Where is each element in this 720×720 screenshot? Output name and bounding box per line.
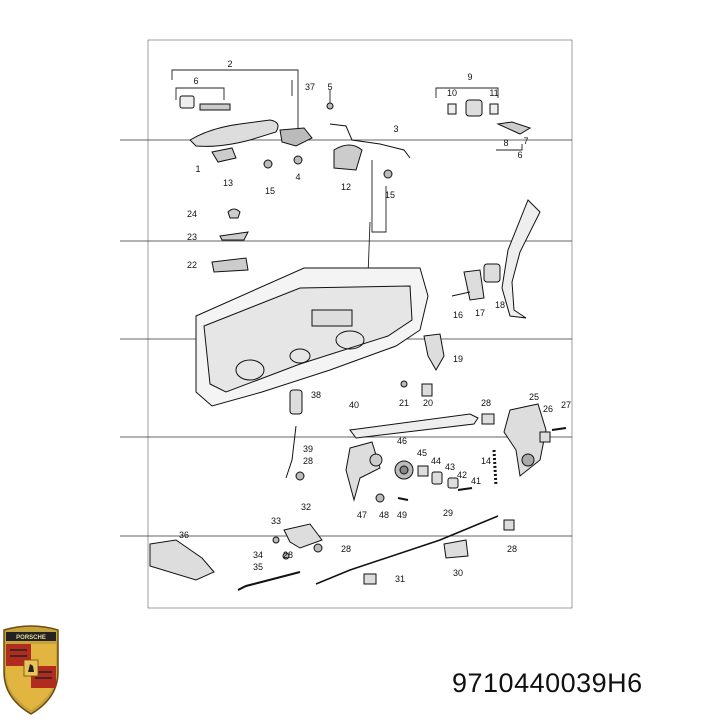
lock-mechanism: [285, 333, 567, 503]
callout-15: 15: [265, 186, 275, 196]
callout-15-b: 15: [385, 190, 395, 200]
callout-47: 47: [357, 510, 367, 520]
callout-labels: 2 6 37 5 9 10 11 7 8 6 3 1 13 15 4 12 15…: [179, 59, 571, 584]
callout-12: 12: [341, 182, 351, 192]
callout-13: 13: [223, 178, 233, 188]
callout-17: 17: [475, 308, 485, 318]
callout-28: 28: [481, 398, 491, 408]
callout-1: 1: [195, 164, 200, 174]
lower-linkage: [149, 515, 515, 591]
callout-8: 8: [503, 138, 508, 148]
callout-46: 46: [397, 436, 407, 446]
porsche-crest-icon: PORSCHE: [3, 625, 59, 715]
callout-14: 14: [481, 456, 491, 466]
callout-16: 16: [453, 310, 463, 320]
callout-41: 41: [471, 476, 481, 486]
callout-34: 34: [253, 550, 263, 560]
callout-39: 39: [303, 444, 313, 454]
callout-38: 38: [311, 390, 321, 400]
callout-28-d: 28: [341, 544, 351, 554]
callout-5: 5: [327, 82, 332, 92]
callout-6-b: 6: [517, 150, 522, 160]
callout-24: 24: [187, 209, 197, 219]
callout-21: 21: [399, 398, 409, 408]
callout-11: 11: [489, 88, 498, 98]
callout-10: 10: [447, 88, 457, 98]
callout-48: 48: [379, 510, 389, 520]
callout-27: 27: [561, 400, 571, 410]
callout-40: 40: [349, 400, 359, 410]
callout-45: 45: [417, 448, 427, 458]
window-channel: [451, 199, 541, 319]
callout-22: 22: [187, 260, 197, 270]
callout-43: 43: [445, 462, 455, 472]
callout-35: 35: [253, 562, 263, 572]
callout-4: 4: [295, 172, 300, 182]
callout-30: 30: [453, 568, 463, 578]
door-shell: [195, 267, 429, 407]
callout-36: 36: [179, 530, 189, 540]
callout-28-c: 28: [283, 550, 293, 560]
callout-37: 37: [305, 82, 315, 92]
logo-wordmark: PORSCHE: [16, 635, 46, 641]
callout-28-e: 28: [507, 544, 517, 554]
callout-26: 26: [543, 404, 553, 414]
callout-2: 2: [227, 59, 232, 69]
callout-9: 9: [467, 72, 472, 82]
callout-33: 33: [271, 516, 281, 526]
bracket-lines: [171, 69, 523, 277]
callout-49: 49: [397, 510, 407, 520]
callout-25: 25: [529, 392, 539, 402]
callout-20: 20: [423, 398, 433, 408]
callout-3: 3: [393, 124, 398, 134]
door-handle-assembly: [179, 95, 532, 273]
part-number: 9710440039H6: [452, 668, 643, 698]
callout-7: 7: [523, 136, 528, 146]
callout-19: 19: [453, 354, 463, 364]
callout-23: 23: [187, 232, 197, 242]
callout-42: 42: [457, 470, 467, 480]
callout-32: 32: [301, 502, 311, 512]
diagram-frame: [147, 39, 573, 609]
callout-28-b: 28: [303, 456, 313, 466]
callout-44: 44: [431, 456, 441, 466]
callout-6: 6: [193, 76, 198, 86]
callout-18: 18: [495, 300, 505, 310]
callout-29: 29: [443, 508, 453, 518]
callout-31: 31: [395, 574, 405, 584]
